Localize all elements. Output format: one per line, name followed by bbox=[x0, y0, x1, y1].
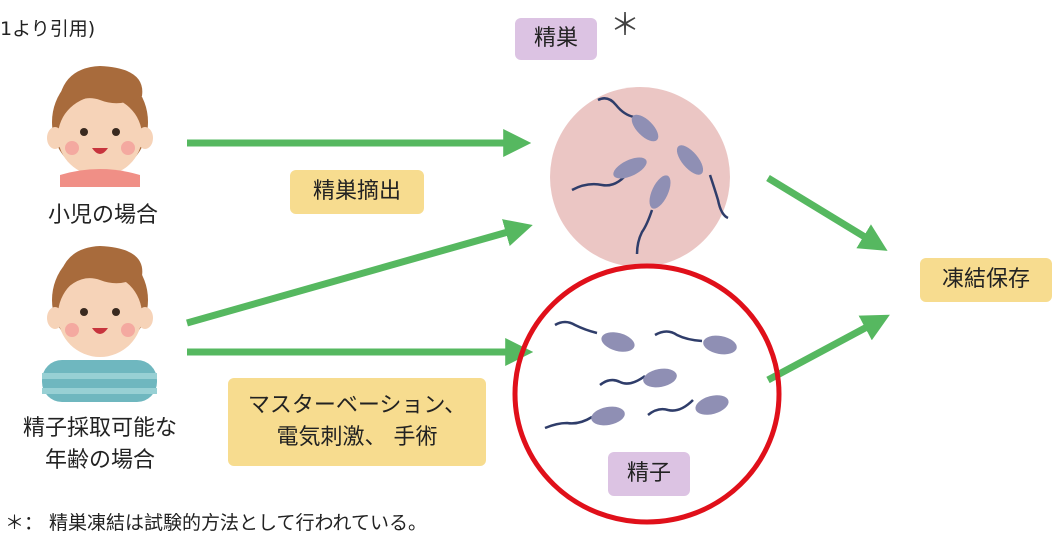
arrow-older-to-testis bbox=[186, 219, 533, 327]
testis-circle bbox=[550, 87, 730, 267]
cryopreservation-label: 凍結保存 bbox=[941, 267, 1030, 293]
arrow-testis-to-freeze bbox=[766, 175, 888, 251]
older-child-label: 精子採取可能な 年齢の場合 bbox=[5, 413, 195, 477]
child-label: 小児の場合 bbox=[47, 203, 158, 228]
testis-sperm-heads bbox=[613, 114, 704, 209]
collected-sperm-heads bbox=[591, 332, 737, 426]
older-child-label-line2: 年齢の場合 bbox=[44, 447, 155, 473]
sperm-tag: 精子 bbox=[608, 452, 690, 496]
testis-extraction-label: 精巣摘出 bbox=[312, 179, 401, 205]
sperm-collection-label-line2: 電気刺激、 手術 bbox=[276, 425, 438, 450]
collected-sperm-tails bbox=[544, 320, 703, 430]
source-note: 1より引用) bbox=[0, 18, 96, 40]
footnote: ＊： 精巣凍結は試験的方法として行われている。 bbox=[5, 512, 427, 534]
older-child-illustration bbox=[42, 246, 157, 402]
sperm-collection-tag: マスターベーション、 電気刺激、 手術 bbox=[228, 378, 486, 466]
testis-sperm-group bbox=[571, 97, 729, 255]
arrow-sperm-to-freeze bbox=[766, 314, 890, 384]
cryopreservation-tag: 凍結保存 bbox=[920, 258, 1052, 302]
testis-extraction-tag: 精巣摘出 bbox=[290, 170, 424, 214]
older-child-label-line1: 精子採取可能な bbox=[22, 416, 177, 441]
testis-label: 精巣 bbox=[533, 26, 578, 52]
child-illustration bbox=[47, 66, 153, 187]
testis-tag: 精巣 bbox=[515, 18, 597, 60]
sperm-highlight-ring bbox=[512, 263, 782, 525]
sperm-collection-label-line1: マスターベーション、 bbox=[247, 393, 467, 419]
testis-asterisk: ＊ bbox=[610, 8, 640, 43]
sperm-label: 精子 bbox=[626, 461, 671, 487]
